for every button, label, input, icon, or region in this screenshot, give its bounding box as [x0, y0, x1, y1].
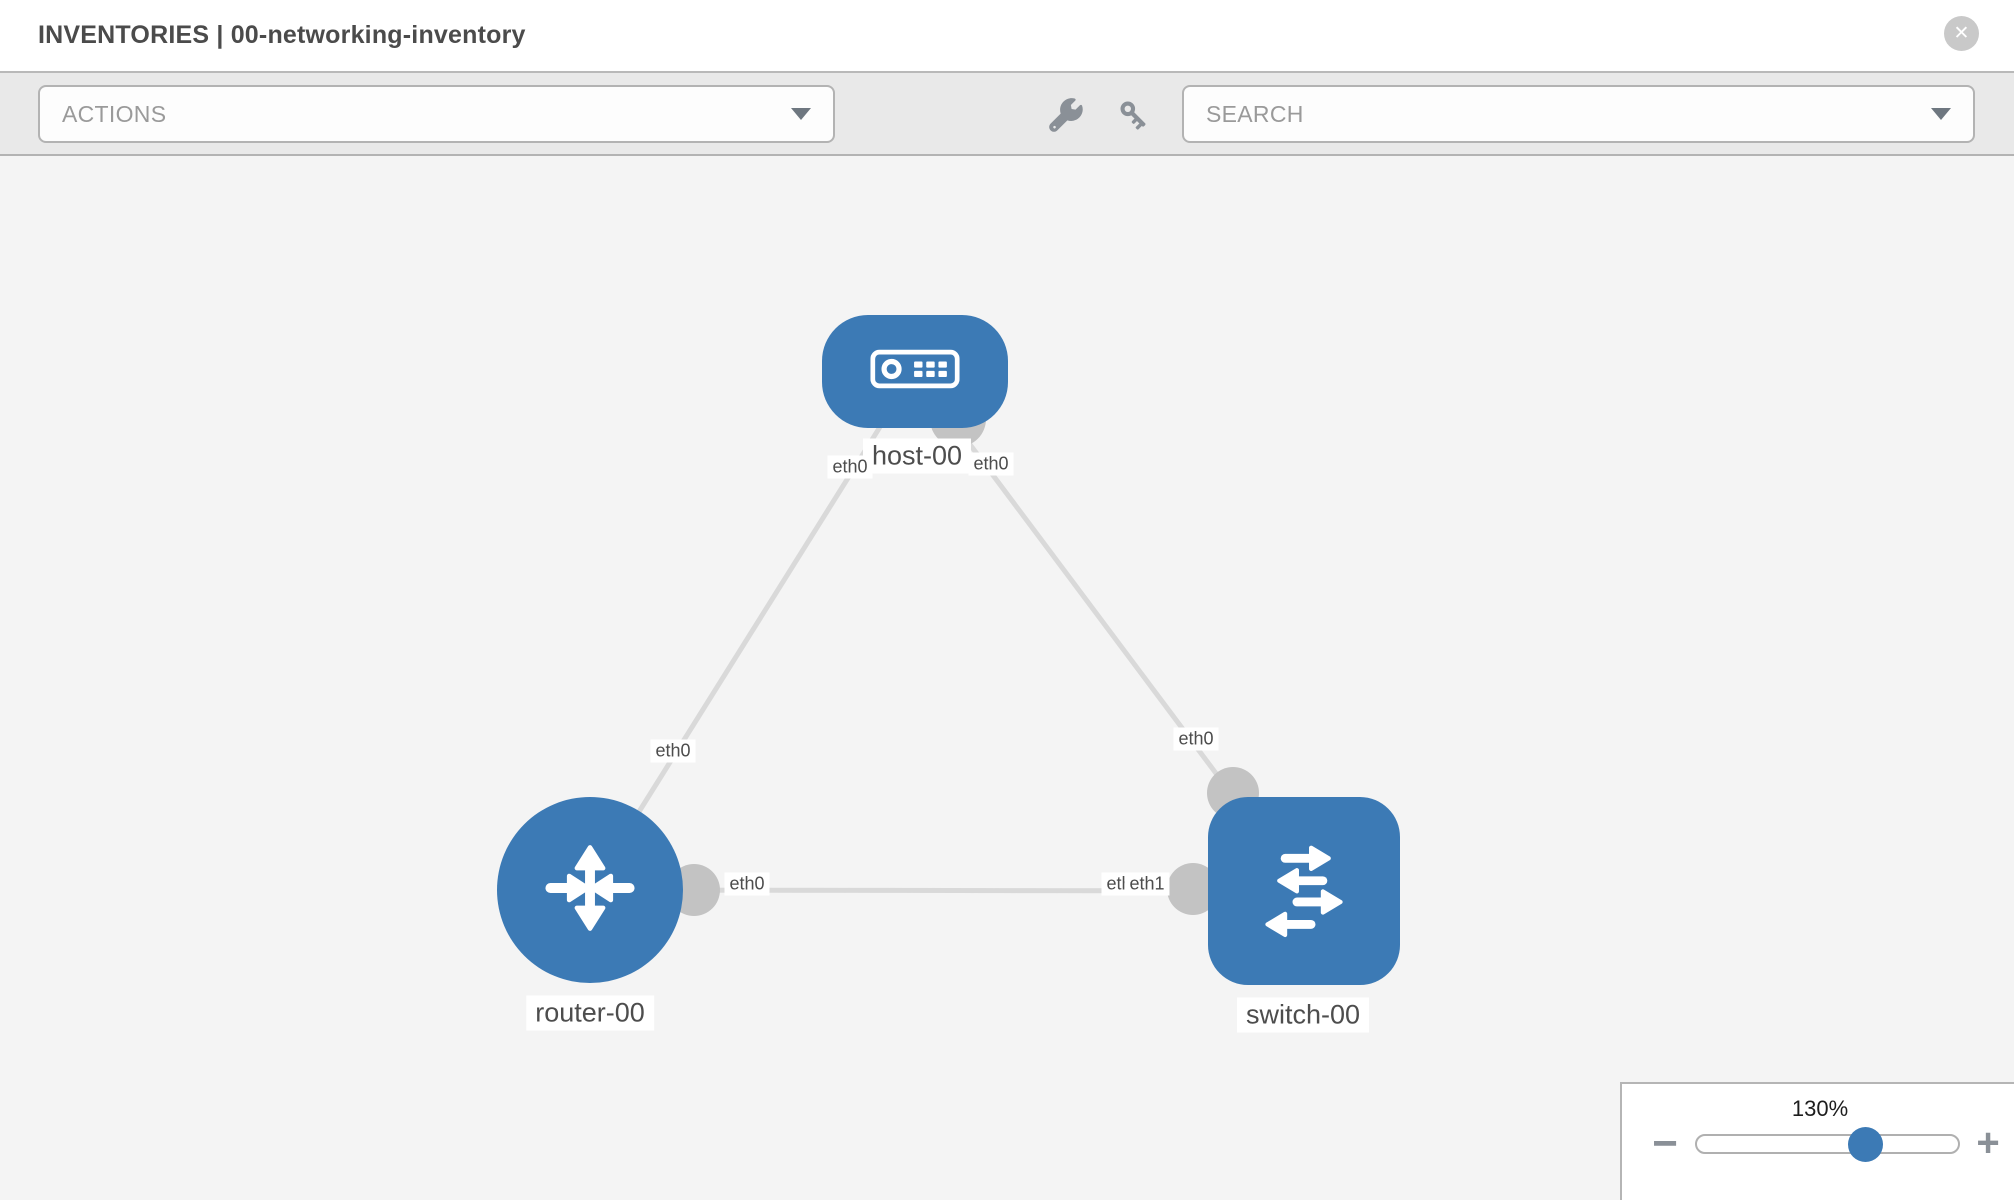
chevron-down-icon [1931, 108, 1951, 120]
interface-label: eth0 [650, 739, 696, 763]
node-label-switch-00: switch-00 [1236, 997, 1370, 1033]
host-icon [870, 349, 960, 394]
interface-label: eth0 [827, 455, 873, 479]
actions-dropdown-label: ACTIONS [62, 100, 167, 127]
chevron-down-icon [791, 108, 811, 120]
search-dropdown-placeholder: SEARCH [1206, 100, 1304, 127]
plus-icon: + [1976, 1120, 2000, 1165]
wrench-button[interactable] [1046, 98, 1086, 138]
close-button[interactable]: ✕ [1944, 16, 1979, 51]
interface-label: eth1 [1124, 872, 1170, 896]
node-label-host-00: host-00 [862, 438, 972, 474]
node-router-00[interactable] [497, 797, 683, 983]
node-label-router-00: router-00 [526, 995, 654, 1031]
interface-label: eth0 [1173, 727, 1219, 751]
wrench-icon [1048, 98, 1084, 138]
topology-canvas[interactable]: host-00 router-00 switch-00 eth0 eth0 eth0 eth… [0, 156, 2014, 1200]
header: INVENTORIES | 00-networking-inventory ✕ [0, 0, 2014, 71]
interface-dot [1167, 863, 1219, 915]
toolbar: ACTIONS SEARCH [0, 71, 2014, 156]
zoom-out-button[interactable]: − [1643, 1119, 1687, 1168]
key-button[interactable] [1114, 98, 1154, 138]
switch-icon [1245, 830, 1363, 953]
topology-graph [587, 369, 1307, 916]
zoom-slider-track[interactable] [1695, 1134, 1960, 1154]
minus-icon: − [1652, 1119, 1678, 1168]
zoom-panel: 130% − + [1620, 1082, 2014, 1200]
zoom-slider-handle[interactable] [1847, 1127, 1883, 1162]
router-icon [535, 833, 645, 948]
key-icon [1117, 98, 1152, 138]
zoom-level-label: 130% [1791, 1096, 1849, 1121]
node-host-00[interactable] [822, 314, 1008, 428]
interface-label: eth0 [968, 452, 1014, 476]
actions-dropdown[interactable]: ACTIONS [38, 85, 835, 143]
page-title: INVENTORIES | 00-networking-inventory [38, 21, 526, 49]
interface-label: eth0 [724, 872, 770, 896]
node-switch-00[interactable] [1208, 797, 1400, 985]
search-dropdown[interactable]: SEARCH [1182, 85, 1975, 143]
zoom-in-button[interactable]: + [1966, 1121, 2010, 1165]
close-icon: ✕ [1953, 23, 1970, 44]
